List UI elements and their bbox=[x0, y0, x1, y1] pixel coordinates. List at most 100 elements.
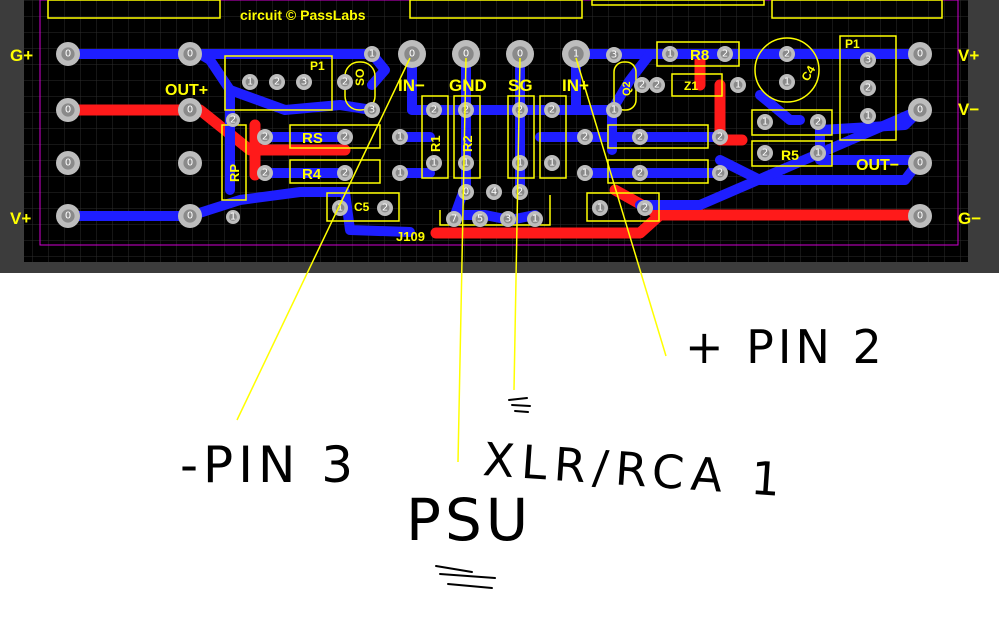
svg-text:2: 2 bbox=[784, 49, 790, 60]
svg-text:0: 0 bbox=[65, 49, 71, 60]
svg-text:3: 3 bbox=[611, 50, 617, 61]
edge-label-out-plus-left: OUT+ bbox=[165, 82, 208, 99]
svg-text:1: 1 bbox=[815, 148, 821, 159]
header-label-sg: SG bbox=[508, 76, 533, 95]
pad: 2 bbox=[426, 102, 442, 118]
svg-text:2: 2 bbox=[382, 203, 388, 214]
label-c5-left: C5 bbox=[354, 200, 370, 214]
svg-text:1: 1 bbox=[369, 49, 375, 60]
pad: 1 bbox=[592, 200, 608, 216]
pad: 0 bbox=[178, 42, 202, 66]
label-c4: C4 bbox=[798, 63, 818, 84]
pad: 1 bbox=[426, 155, 442, 171]
pad: 1 bbox=[730, 77, 746, 93]
svg-text:2: 2 bbox=[637, 132, 643, 143]
annotation-lines bbox=[236, 57, 667, 463]
svg-text:1: 1 bbox=[230, 212, 236, 223]
svg-text:5: 5 bbox=[477, 214, 483, 225]
pad: 0 bbox=[56, 151, 80, 175]
pad: 2 bbox=[577, 129, 593, 145]
pad: 1 bbox=[779, 74, 795, 90]
pad: 2 bbox=[458, 102, 474, 118]
svg-text:0: 0 bbox=[917, 158, 923, 169]
svg-text:0: 0 bbox=[917, 105, 923, 116]
ground-scribbles bbox=[435, 397, 531, 589]
pad: 5 bbox=[472, 211, 488, 227]
label-p1-right: P1 bbox=[845, 37, 860, 51]
board-outline bbox=[39, 0, 959, 246]
svg-text:0: 0 bbox=[463, 49, 469, 60]
svg-text:2: 2 bbox=[717, 168, 723, 179]
pad: 2 bbox=[637, 200, 653, 216]
pad: 1 bbox=[392, 129, 408, 145]
svg-text:1: 1 bbox=[611, 105, 617, 116]
label-r8: R8 bbox=[690, 47, 709, 64]
svg-text:1: 1 bbox=[397, 168, 403, 179]
pad: 0 bbox=[178, 98, 202, 122]
pad: 2 bbox=[634, 77, 650, 93]
pad: 1 bbox=[512, 155, 528, 171]
annotation-psu: PSU bbox=[406, 486, 532, 554]
pad: 2 bbox=[632, 129, 648, 145]
label-so: SO bbox=[353, 69, 367, 86]
pad: 1 bbox=[458, 155, 474, 171]
svg-text:0: 0 bbox=[187, 158, 193, 169]
svg-text:0: 0 bbox=[409, 49, 415, 60]
svg-text:2: 2 bbox=[717, 132, 723, 143]
pad: 3 bbox=[606, 47, 622, 63]
pad: 2 bbox=[269, 74, 285, 90]
pad: 2 bbox=[779, 46, 795, 62]
pad: 1 bbox=[242, 74, 258, 90]
pad: 0 bbox=[178, 204, 202, 228]
label-z1: Z1 bbox=[684, 79, 698, 93]
label-r5: R5 bbox=[781, 147, 799, 163]
svg-text:2: 2 bbox=[230, 115, 236, 126]
edge-label-v-plus-left: V+ bbox=[10, 209, 31, 228]
pad: 1 bbox=[392, 165, 408, 181]
pad: 1 bbox=[226, 210, 240, 224]
pad: 2 bbox=[512, 102, 528, 118]
svg-text:2: 2 bbox=[639, 80, 645, 91]
svg-text:0: 0 bbox=[187, 49, 193, 60]
edge-label-v-plus-right: V+ bbox=[958, 46, 979, 65]
pad: 1 bbox=[527, 211, 543, 227]
svg-text:1: 1 bbox=[337, 203, 343, 214]
svg-text:1: 1 bbox=[431, 158, 437, 169]
svg-text:1: 1 bbox=[532, 214, 538, 225]
pad: 0 bbox=[908, 204, 932, 228]
svg-text:1: 1 bbox=[735, 80, 741, 91]
pad: 2 bbox=[512, 184, 528, 200]
annotation-minus-pin3: -PIN 3 bbox=[180, 436, 358, 494]
header-label-gnd: GND bbox=[449, 76, 487, 95]
svg-text:2: 2 bbox=[637, 168, 643, 179]
svg-text:1: 1 bbox=[667, 49, 673, 60]
edge-label-g-plus-left: G+ bbox=[10, 46, 33, 65]
svg-text:1: 1 bbox=[784, 77, 790, 88]
pad: 3 bbox=[364, 102, 380, 118]
svg-text:2: 2 bbox=[274, 77, 280, 88]
pad: 1 bbox=[332, 200, 348, 216]
pad: 3 bbox=[860, 52, 876, 68]
pad: 2 bbox=[712, 129, 728, 145]
pad: 2 bbox=[337, 129, 353, 145]
pad: 1 bbox=[577, 165, 593, 181]
pad: 1 bbox=[606, 102, 622, 118]
svg-text:2: 2 bbox=[517, 105, 523, 116]
pad: 2 bbox=[712, 165, 728, 181]
pad: 2 bbox=[337, 165, 353, 181]
line-to-in-plus bbox=[575, 57, 667, 357]
pad: 1 bbox=[544, 155, 560, 171]
svg-text:0: 0 bbox=[187, 211, 193, 222]
svg-text:2: 2 bbox=[342, 132, 348, 143]
pad: 1 bbox=[562, 40, 590, 68]
svg-text:2: 2 bbox=[582, 132, 588, 143]
svg-text:1: 1 bbox=[762, 117, 768, 128]
label-r1-a: R1 bbox=[428, 135, 443, 152]
svg-text:2: 2 bbox=[722, 49, 728, 60]
svg-text:0: 0 bbox=[65, 105, 71, 116]
svg-text:2: 2 bbox=[262, 132, 268, 143]
label-r2-a: R2 bbox=[460, 135, 475, 152]
silkscreen-outlines bbox=[47, 0, 943, 226]
